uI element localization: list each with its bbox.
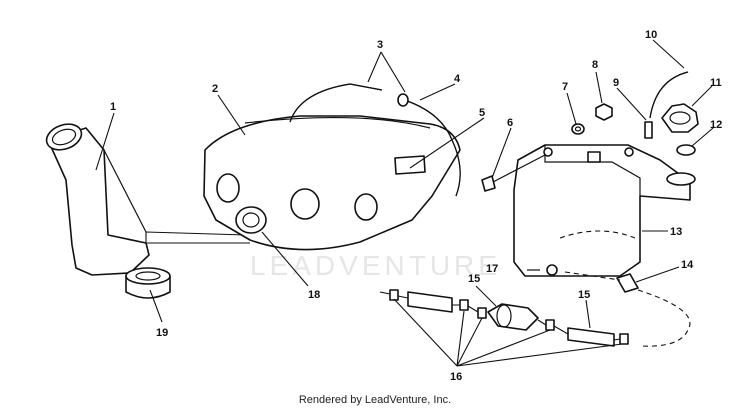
callout-16: 16 — [450, 371, 462, 383]
grommet — [125, 267, 171, 299]
callout-7: 7 — [562, 81, 568, 93]
hose-clamps — [389, 289, 629, 345]
leader-lines — [95, 39, 714, 367]
footer-credit: Rendered by LeadVenture, Inc. — [298, 394, 452, 406]
oil-filter — [487, 303, 539, 331]
cap-gasket — [676, 144, 696, 156]
fill-cap — [661, 103, 699, 133]
washer — [571, 123, 585, 135]
line-segments — [379, 291, 621, 341]
callout-2: 2 — [212, 83, 218, 95]
oil-tank — [513, 144, 691, 277]
callout-8: 8 — [592, 59, 598, 71]
callout-17: 17 — [486, 263, 498, 275]
callout-labels: 1 2 3 4 5 6 7 8 9 10 11 12 13 14 15 15 1… — [110, 29, 722, 383]
callout-10: 10 — [645, 29, 657, 41]
watermark-text: LEADVENTURE — [250, 250, 501, 281]
callout-15-right: 15 — [578, 289, 590, 301]
hose-section-left — [407, 291, 453, 313]
vent-fitting — [644, 121, 653, 139]
filler-neck-ring — [666, 172, 696, 186]
oil-line — [564, 271, 691, 347]
callout-12: 12 — [710, 119, 722, 131]
tank-grommet — [235, 206, 267, 234]
callout-9: 9 — [613, 77, 619, 89]
callout-5: 5 — [479, 107, 485, 119]
hose-section-right — [567, 327, 615, 347]
bolt — [481, 154, 546, 192]
callout-15-left: 15 — [468, 273, 480, 285]
oil-reservoir — [203, 115, 461, 251]
callout-18: 18 — [308, 289, 320, 301]
callout-11: 11 — [710, 77, 722, 89]
callout-13: 13 — [670, 226, 682, 238]
outlet-fitting — [546, 264, 639, 293]
callout-4: 4 — [454, 73, 461, 85]
callout-3: 3 — [377, 39, 383, 51]
callout-19: 19 — [156, 327, 168, 339]
tank-vent-hose — [649, 71, 689, 119]
callout-6: 6 — [507, 117, 513, 129]
nut — [595, 103, 613, 121]
filler-neck-hose — [45, 123, 150, 276]
callout-14: 14 — [681, 259, 694, 271]
callout-1: 1 — [110, 101, 116, 113]
